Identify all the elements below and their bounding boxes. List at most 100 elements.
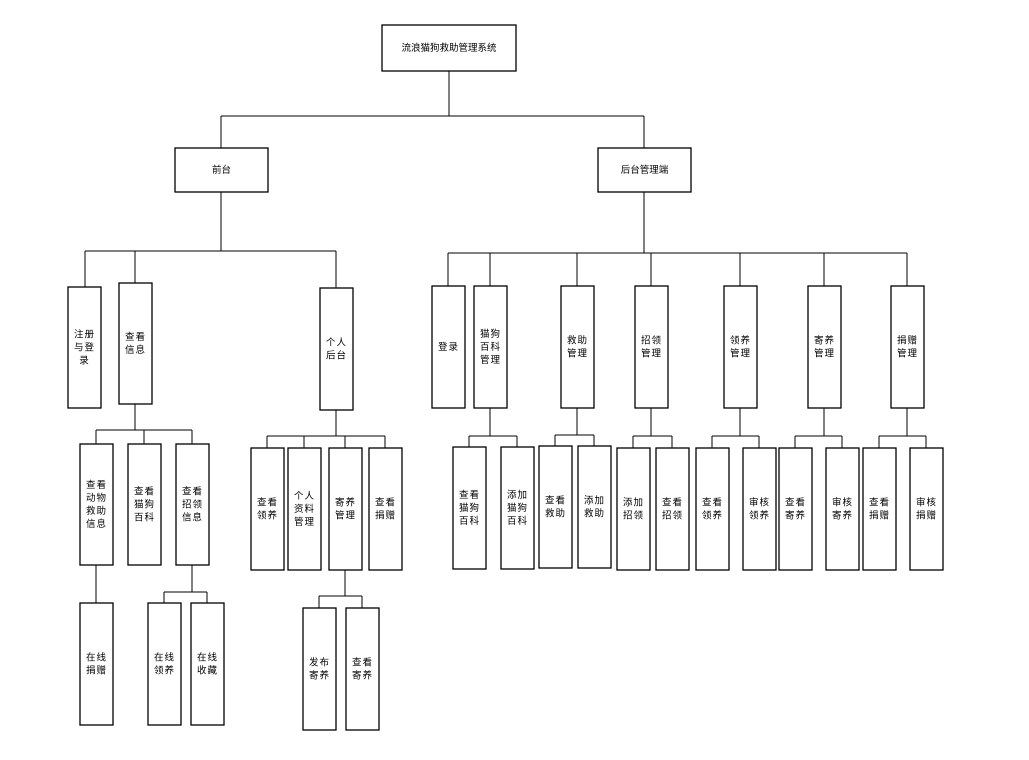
box-frame <box>500 446 535 570</box>
box-frame <box>862 447 897 571</box>
box-frame <box>890 285 925 409</box>
box-frame <box>345 607 380 731</box>
box-frame <box>538 445 573 569</box>
box-label: 救助管理 <box>567 334 588 359</box>
box-frame <box>616 447 651 571</box>
box-label: 查看猫狗百科 <box>459 489 480 527</box>
box-label: 前台 <box>212 164 231 176</box>
box-frame <box>381 24 517 72</box>
view-encyclopedia-admin-box: 查看猫狗百科 <box>452 446 487 570</box>
box-label: 个人资料管理 <box>294 491 315 528</box>
box-label: 寄养管理 <box>814 334 835 359</box>
view-encyclopedia-box: 查看猫狗百科 <box>127 443 162 566</box>
box-label: 审核寄养 <box>832 496 853 521</box>
online-donate-box: 在线捐赠 <box>79 602 114 726</box>
box-frame <box>452 446 487 570</box>
box-frame <box>778 447 813 571</box>
adoption-manage-box: 领养管理 <box>723 285 758 409</box>
box-label: 注册与登录 <box>74 328 95 366</box>
add-rescue-box: 添加救助 <box>577 445 612 569</box>
publish-foster-box: 发布寄养 <box>302 607 337 731</box>
box-frame <box>742 447 777 571</box>
box-label: 添加猫狗百科 <box>507 490 528 527</box>
box-label: 在线捐赠 <box>86 651 107 676</box>
rescue-manage-box: 救助管理 <box>560 285 595 409</box>
box-frame <box>807 285 842 409</box>
add-recruit-box: 添加招领 <box>616 447 651 571</box>
encyclopedia-manage-box: 猫狗百科管理 <box>473 285 508 409</box>
review-foster-box: 审核寄养 <box>825 447 860 571</box>
register-login-box: 注册与登录 <box>67 286 102 409</box>
box-frame <box>287 447 322 571</box>
box-frame <box>655 447 690 571</box>
box-label: 查看动物救助信息 <box>86 479 107 530</box>
box-label: 领养管理 <box>730 334 751 359</box>
view-info-box: 查看信息 <box>118 282 153 405</box>
view-rescue-box: 查看救助 <box>538 445 573 569</box>
view-adoption-admin-box: 查看领养 <box>695 447 730 571</box>
online-adopt-box: 在线领养 <box>147 602 182 726</box>
box-label: 审核捐赠 <box>916 496 937 521</box>
box-frame <box>127 443 162 566</box>
profile-manage-box: 个人资料管理 <box>287 447 322 571</box>
box-label: 添加救助 <box>584 495 605 519</box>
box-frame <box>147 602 182 726</box>
box-label: 查看猫狗百科 <box>134 485 155 523</box>
recruit-manage-box: 招领管理 <box>634 285 669 409</box>
view-donation-box: 查看捐赠 <box>368 447 403 571</box>
box-frame <box>175 443 210 566</box>
box-frame <box>79 443 114 566</box>
box-label: 查看招领信息 <box>182 485 203 523</box>
donation-manage-box: 捐赠管理 <box>890 285 925 409</box>
add-encyclopedia-box: 添加猫狗百科 <box>500 446 535 570</box>
box-frame <box>909 447 944 571</box>
box-label: 查看寄养 <box>785 496 806 521</box>
box-frame <box>190 602 225 726</box>
view-foster-box: 查看寄养 <box>345 607 380 731</box>
foster-manage-box: 寄养管理 <box>328 447 363 571</box>
box-label: 查看捐赠 <box>869 496 890 521</box>
root-system-box: 流浪猫狗救助管理系统 <box>381 24 517 72</box>
admin-login-box: 登录 <box>431 285 466 409</box>
view-rescue-info-box: 查看动物救助信息 <box>79 443 114 566</box>
foster-manage-admin-box: 寄养管理 <box>807 285 842 409</box>
box-frame <box>723 285 758 409</box>
box-label: 招领管理 <box>641 334 662 359</box>
box-frame <box>634 285 669 409</box>
box-label: 猫狗百科管理 <box>480 328 501 366</box>
box-frame <box>560 285 595 409</box>
box-label: 查看招领 <box>662 496 683 521</box>
box-label: 查看领养 <box>702 496 723 521</box>
box-label: 查看捐赠 <box>375 496 396 521</box>
box-frame <box>319 287 354 411</box>
box-frame <box>597 147 692 193</box>
view-recruit-box: 查看招领 <box>655 447 690 571</box>
view-adoption-box: 查看领养 <box>250 447 285 571</box>
box-frame <box>79 602 114 726</box>
frontend-box: 前台 <box>174 147 269 193</box>
box-frame <box>473 285 508 409</box>
box-frame <box>118 282 153 405</box>
personal-backend-box: 个人后台 <box>319 287 354 411</box>
box-label: 后台管理端 <box>621 164 669 176</box>
box-label: 发布寄养 <box>309 656 330 681</box>
view-foster-admin-box: 查看寄养 <box>778 447 813 571</box>
view-donation-admin-box: 查看捐赠 <box>862 447 897 571</box>
box-frame <box>577 445 612 569</box>
review-adoption-box: 审核领养 <box>742 447 777 571</box>
box-label: 个人后台 <box>326 337 347 361</box>
box-label: 登录 <box>438 342 459 353</box>
box-label: 查看领养 <box>257 496 278 521</box>
view-recruit-info-box: 查看招领信息 <box>175 443 210 566</box>
review-donation-box: 审核捐赠 <box>909 447 944 571</box>
box-frame <box>302 607 337 731</box>
box-frame <box>328 447 363 571</box>
connector-lines <box>84 71 927 608</box>
box-frame <box>695 447 730 571</box>
box-label: 查看救助 <box>545 494 566 519</box>
backend-box: 后台管理端 <box>597 147 692 193</box>
box-label: 审核领养 <box>749 496 770 521</box>
box-frame <box>825 447 860 571</box>
box-frame <box>431 285 466 409</box>
box-frame <box>67 286 102 409</box>
